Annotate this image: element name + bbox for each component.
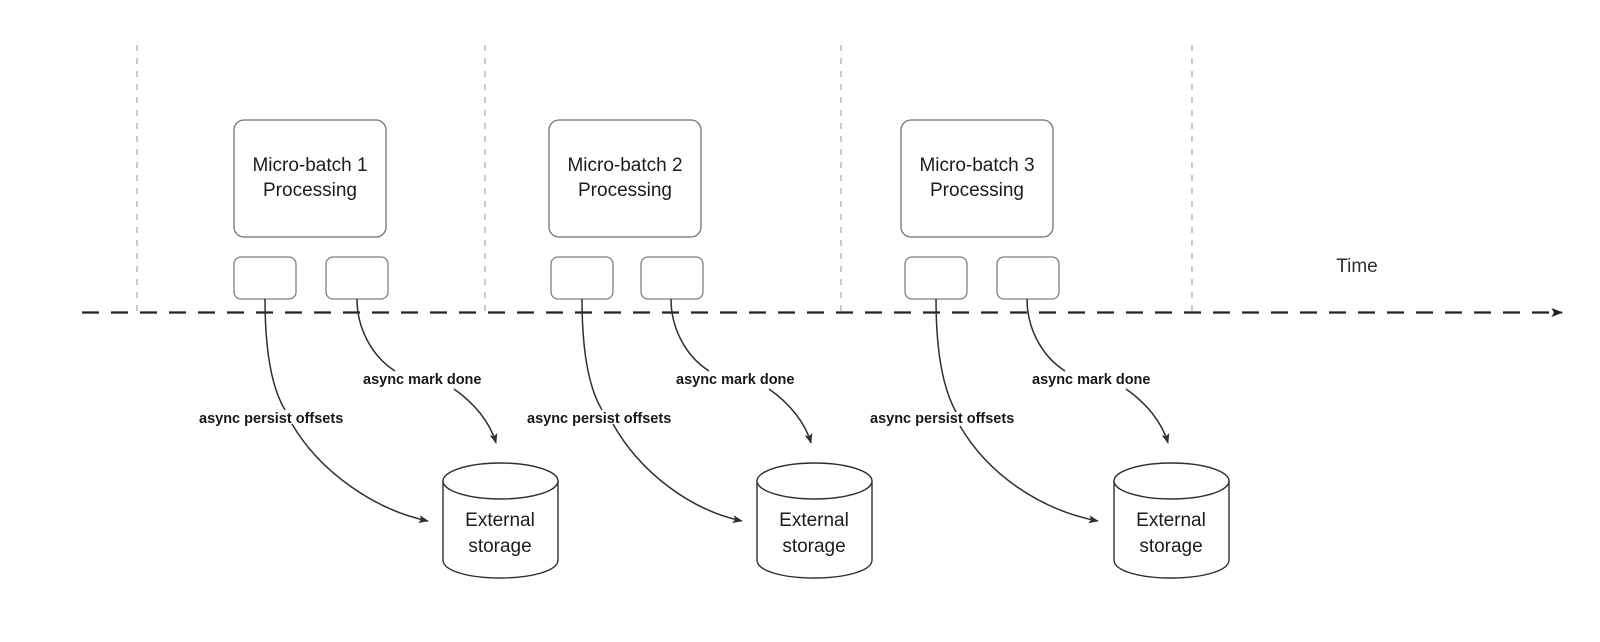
external-storage-2[interactable]: External storage — [756, 462, 873, 579]
mini-box-2a[interactable] — [550, 256, 614, 300]
edge-mark-done-2-lower — [768, 388, 813, 444]
edge-mark-done-1-label: async mark done — [363, 372, 481, 388]
external-storage-2-top — [756, 462, 873, 500]
micro-batch-1-label-line2: Processing — [263, 180, 357, 201]
edge-mark-done-3-label: async mark done — [1032, 372, 1150, 388]
external-storage-3-top — [1113, 462, 1230, 500]
edge-persist-3-upper — [935, 298, 957, 413]
micro-batch-2-processing-box[interactable] — [548, 119, 702, 238]
external-storage-3-label-line2: storage — [1139, 536, 1202, 557]
micro-batch-2-label-line1: Micro-batch 2 — [567, 155, 682, 176]
edge-persist-2-label: async persist offsets — [527, 411, 671, 427]
micro-batch-3-label-line1: Micro-batch 3 — [919, 155, 1034, 176]
group-3: Micro-batch 3 Processing async persist o… — [870, 119, 1230, 579]
separator-lines — [136, 45, 1193, 313]
micro-batch-1-processing-box[interactable] — [233, 119, 387, 238]
edge-mark-done-3-upper — [1026, 298, 1066, 372]
external-storage-3-body — [1113, 480, 1230, 579]
mini-box-2b[interactable] — [640, 256, 704, 300]
edge-persist-3-lower — [959, 425, 1099, 524]
time-axis: Time — [82, 256, 1563, 317]
external-storage-1[interactable]: External storage — [442, 462, 559, 579]
group-1: Micro-batch 1 Processing async persist o… — [199, 119, 559, 579]
edge-persist-1-label: async persist offsets — [199, 411, 343, 427]
edge-mark-done-2-label: async mark done — [676, 372, 794, 388]
micro-batch-3-label-line2: Processing — [930, 180, 1024, 201]
edge-persist-3-label: async persist offsets — [870, 411, 1014, 427]
mini-box-1b[interactable] — [325, 256, 389, 300]
external-storage-2-body — [756, 480, 873, 579]
edge-persist-1-lower — [291, 423, 429, 524]
mini-box-3a[interactable] — [904, 256, 968, 300]
time-axis-label: Time — [1336, 256, 1378, 277]
edge-mark-done-1-lower — [453, 388, 498, 444]
external-storage-1-label-line2: storage — [468, 536, 531, 557]
external-storage-3[interactable]: External storage — [1113, 462, 1230, 579]
mini-box-1a[interactable] — [233, 256, 297, 300]
edge-mark-done-2-upper — [670, 298, 710, 372]
micro-batch-3-processing-box[interactable] — [900, 119, 1054, 238]
external-storage-1-label-line1: External — [465, 510, 535, 531]
external-storage-3-label-line1: External — [1136, 510, 1206, 531]
edge-mark-done-1-upper — [356, 298, 396, 372]
edge-persist-2-lower — [612, 423, 743, 524]
micro-batch-2-label-line2: Processing — [578, 180, 672, 201]
external-storage-2-label-line1: External — [779, 510, 849, 531]
mini-box-3b[interactable] — [996, 256, 1060, 300]
external-storage-1-body — [442, 480, 559, 579]
external-storage-1-top — [442, 462, 559, 500]
group-2: Micro-batch 2 Processing async persist o… — [527, 119, 873, 579]
external-storage-2-label-line2: storage — [782, 536, 845, 557]
edge-persist-1-upper — [264, 298, 286, 411]
edge-persist-2-upper — [581, 298, 603, 411]
edge-mark-done-3-lower — [1125, 388, 1170, 444]
micro-batch-1-label-line1: Micro-batch 1 — [252, 155, 367, 176]
